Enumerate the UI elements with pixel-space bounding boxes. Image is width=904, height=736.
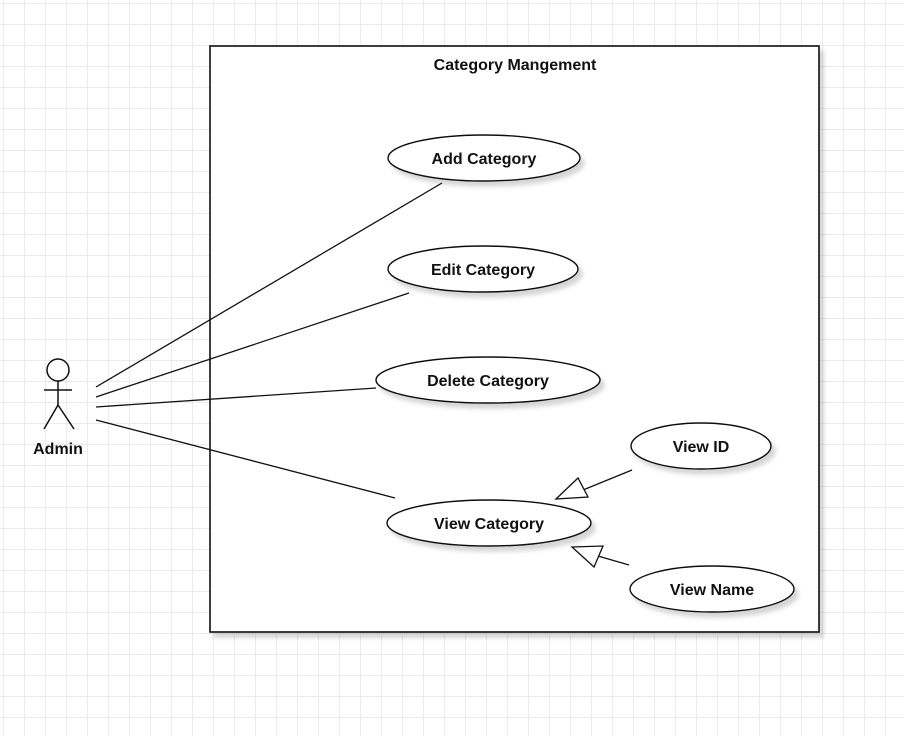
- generalization-view-id[interactable]: [554, 469, 633, 500]
- use-case-label: Edit Category: [431, 262, 535, 279]
- use-case-edit-category[interactable]: Edit Category: [387, 245, 579, 293]
- use-case-delete-category[interactable]: Delete Category: [375, 356, 601, 404]
- use-case-label: Add Category: [432, 151, 537, 168]
- use-case-label: View ID: [673, 439, 730, 456]
- associations: [95, 182, 443, 499]
- use-case-view-category[interactable]: View Category: [386, 499, 592, 547]
- association-edit[interactable]: [95, 292, 410, 398]
- system-title: Category Mangement: [434, 57, 597, 74]
- actor-icon: [43, 358, 75, 430]
- use-case-add-category[interactable]: Add Category: [387, 134, 581, 182]
- actor-label: Admin: [33, 441, 83, 458]
- generalization-view-name[interactable]: [570, 545, 630, 569]
- use-case-label: View Category: [434, 516, 544, 533]
- association-delete[interactable]: [95, 387, 377, 408]
- use-case-view-name[interactable]: View Name: [629, 565, 795, 613]
- association-add[interactable]: [95, 182, 443, 388]
- actor-admin[interactable]: Admin: [33, 358, 83, 458]
- use-case-label: Delete Category: [427, 373, 549, 390]
- association-view[interactable]: [95, 419, 396, 499]
- use-case-view-id[interactable]: View ID: [630, 422, 772, 470]
- use-case-label: View Name: [670, 582, 754, 599]
